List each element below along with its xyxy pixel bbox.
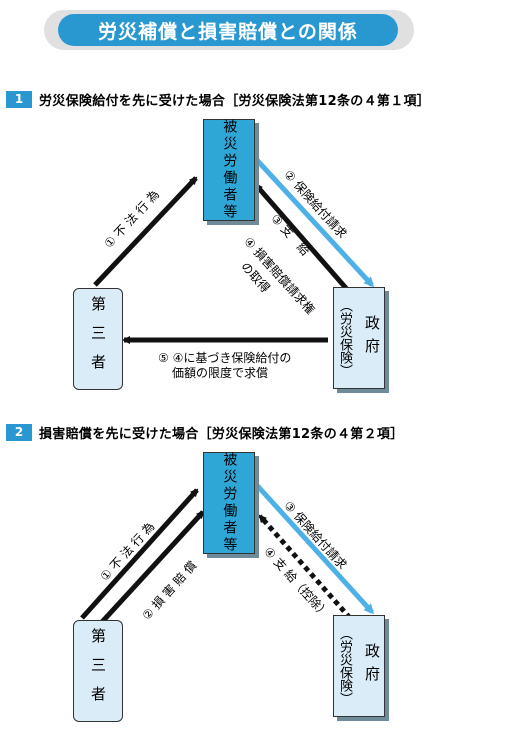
worker-box-1: 被災労働者等	[203, 119, 255, 221]
government-box-1: 政府 （労災保険）	[333, 287, 385, 389]
government-sublabel-2: （労災保険）	[337, 627, 352, 705]
section-2-title: 損害賠償を先に受けた場合［労災保険法第12条の４第２項］	[39, 426, 404, 442]
third-party-label-2: 第三者	[89, 627, 107, 715]
page-title: 労災補償と損害賠償との関係	[98, 20, 358, 43]
arrow-tort-2	[80, 488, 199, 620]
section-1-heading: 1 労災保険給付を先に受けた場合［労災保険法第12条の４第１項］	[6, 90, 431, 109]
title-banner: 労災補償と損害賠償との関係	[58, 14, 398, 46]
arrow-pay-1	[254, 183, 354, 297]
arrow-claim-1	[253, 156, 375, 288]
government-label-2: 政府	[363, 643, 381, 689]
third-party-label-1: 第三者	[89, 295, 107, 383]
worker-label-2: 被災労働者等	[221, 452, 238, 554]
label-demand-1: ⑤ ④に基づき保険給付の 価額の限度で求償	[158, 351, 291, 381]
arrow-tort-1	[93, 176, 198, 287]
government-sublabel-1: （労災保険）	[337, 299, 352, 377]
label-demand-1a: ⑤ ④に基づき保険給付の	[158, 351, 292, 365]
third-party-box-2: 第三者	[73, 620, 123, 722]
arrow-pay-2	[258, 514, 352, 620]
section-2-number: 2	[6, 423, 32, 441]
arrow-compensation-2	[100, 510, 205, 624]
government-label-1: 政府	[363, 315, 381, 361]
worker-box-2: 被災労働者等	[203, 452, 255, 554]
section-1-title: 労災保険給付を先に受けた場合［労災保険法第12条の４第１項］	[39, 93, 431, 109]
section-2-heading: 2 損害賠償を先に受けた場合［労災保険法第12条の４第２項］	[6, 423, 404, 442]
arrow-claim-2	[252, 480, 375, 615]
government-box-2: 政府 （労災保険）	[333, 615, 385, 717]
label-demand-1b: 価額の限度で求償	[172, 366, 269, 380]
section-1-number: 1	[6, 90, 32, 108]
worker-label-1: 被災労働者等	[221, 119, 238, 221]
third-party-box-1: 第三者	[73, 288, 123, 390]
